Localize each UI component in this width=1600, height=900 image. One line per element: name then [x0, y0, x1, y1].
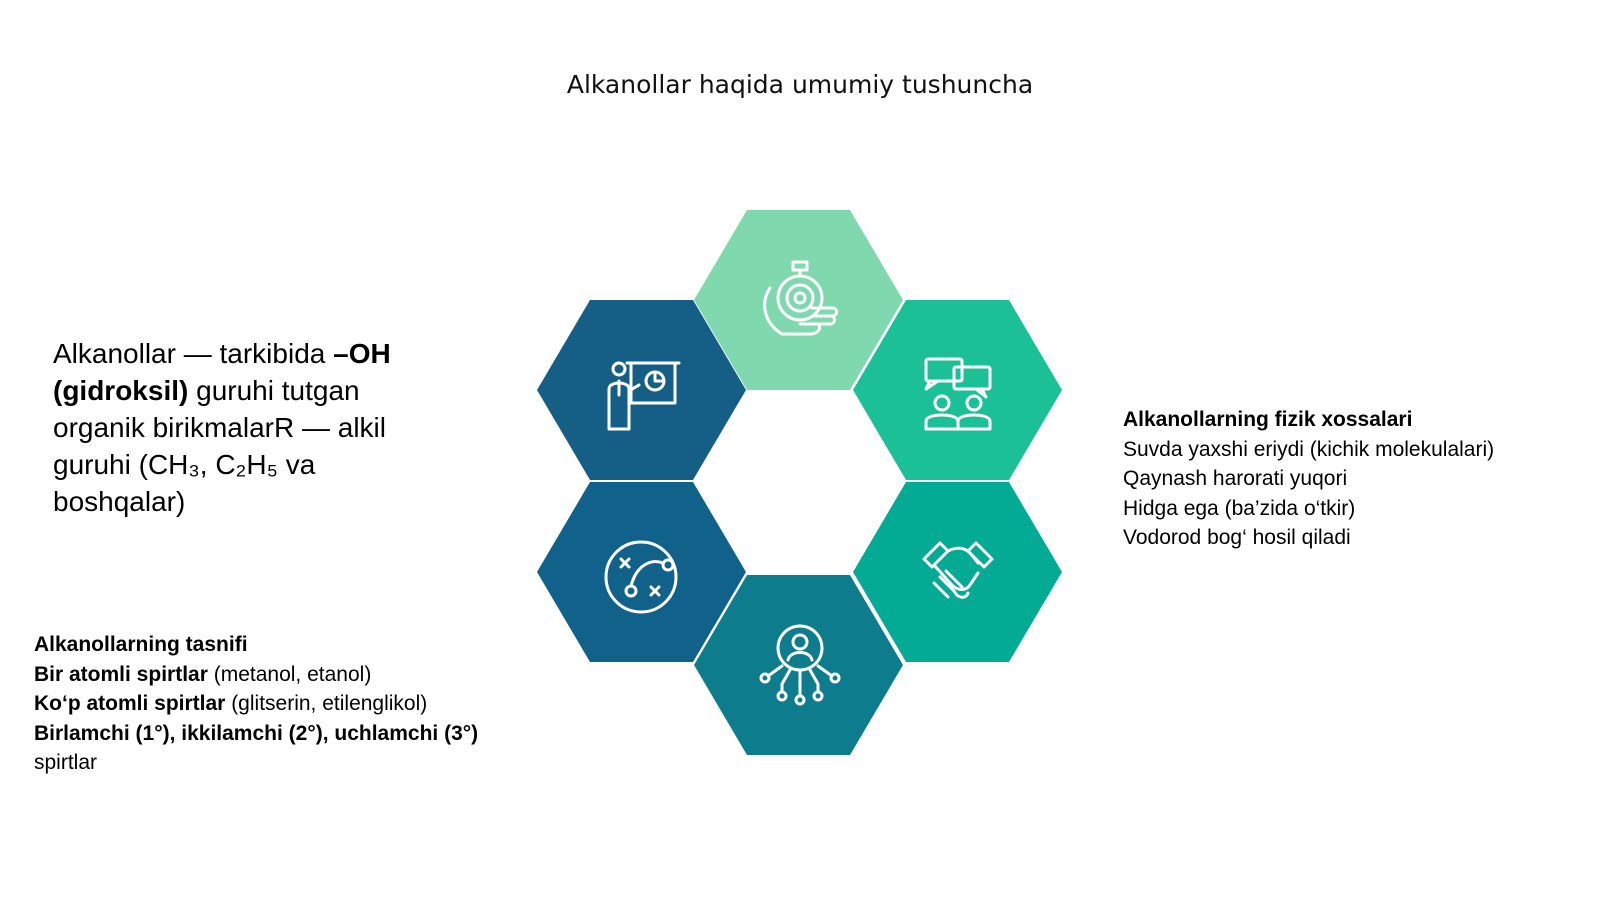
properties-item: Suvda yaxshi eriydi (kichik molekulalari… — [1123, 437, 1495, 461]
handshake-icon — [922, 541, 994, 599]
hex-top — [694, 210, 903, 390]
strategy-plan-icon — [604, 540, 678, 614]
classification-heading-text: Alkanollarning tasnifi — [34, 633, 248, 656]
team-chat-icon — [924, 357, 992, 431]
properties-heading: Alkanollarning fizik xossalari — [1123, 405, 1593, 435]
user-network-icon — [759, 624, 841, 706]
classification-item-rest: spirtlar — [34, 751, 98, 774]
classification-item-rest: (glitserin, etilenglikol) — [225, 692, 428, 715]
classification-item: Ko‘p atomli spirtlar (glitserin, etileng… — [34, 689, 514, 719]
classification-item-bold: Bir atomli spirtlar — [34, 662, 208, 686]
definition-part1: Alkanollar — tarkibida — [53, 338, 334, 369]
hex-bottom — [694, 575, 903, 755]
definition-text: Alkanollar — tarkibida –OH (gidroksil) g… — [53, 335, 453, 520]
classification-item-rest: (metanol, etanol) — [207, 662, 372, 686]
classification-heading: Alkanollarning tasnifi — [34, 630, 514, 660]
properties-heading-text: Alkanollarning fizik xossalari — [1123, 408, 1413, 431]
hex-lower-left — [537, 482, 746, 662]
hex-lower-right — [853, 482, 1062, 662]
presenter-chart-icon — [607, 361, 681, 431]
properties-item: Vodorod bog‘ hosil qiladi — [1123, 526, 1351, 549]
properties-item: Hidga ega (ba’zida o‘tkir) — [1123, 496, 1356, 520]
page-title: Alkanollar haqida umumiy tushuncha — [566, 70, 1034, 99]
hex-upper-left — [537, 300, 746, 480]
classification-item-bold: Birlamchi (1°), ikkilamchi (2°), uchlamc… — [34, 721, 479, 745]
stopwatch-hand-icon — [763, 260, 838, 336]
properties-item: Qaynash harorati yuqori — [1123, 467, 1348, 490]
properties-block: Alkanollarning fizik xossalari Suvda yax… — [1123, 405, 1593, 553]
definition-bold: –OH (gidroksil) — [53, 338, 391, 406]
classification-item: Birlamchi (1°), ikkilamchi (2°), uchlamc… — [34, 719, 514, 778]
classification-block: Alkanollarning tasnifi Bir atomli spirtl… — [34, 630, 514, 778]
definition-part2: guruhi tutgan organik birikmalarR — alki… — [53, 375, 386, 517]
classification-item: Bir atomli spirtlar (metanol, etanol) — [34, 660, 514, 690]
classification-item-bold: Ko‘p atomli spirtlar — [34, 692, 226, 715]
